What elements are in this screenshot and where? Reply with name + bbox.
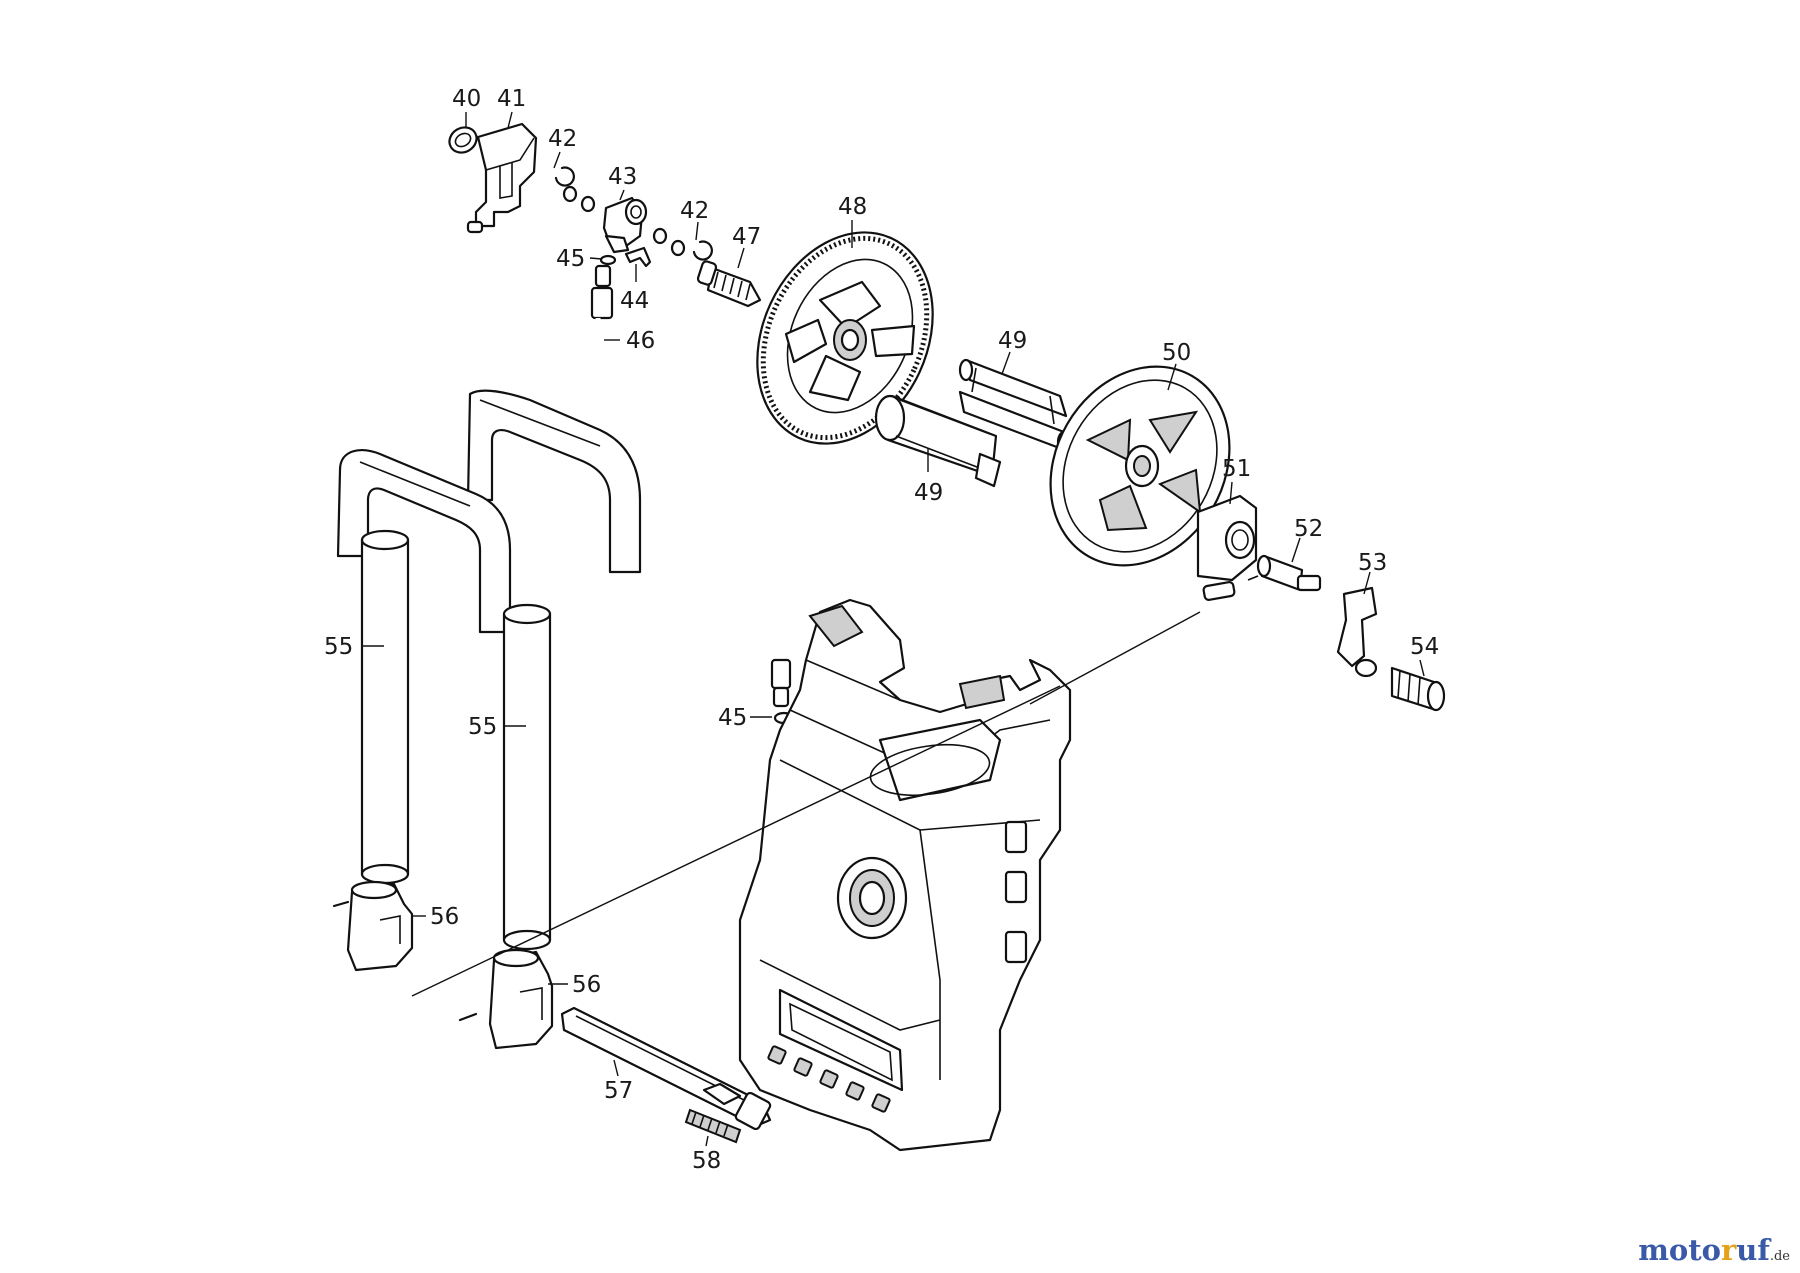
callout-45-upper: 45 [556, 246, 585, 272]
callout-48: 48 [838, 194, 867, 220]
callout-46: 46 [626, 328, 655, 354]
leader-lines [362, 111, 1425, 1147]
part-49-reel-bar-upper[interactable] [958, 358, 1072, 454]
callout-52: 52 [1294, 516, 1323, 542]
o-rings-upper[interactable] [562, 185, 596, 213]
part-54-crank-grip[interactable] [1390, 666, 1446, 712]
callout-51: 51 [1222, 456, 1251, 482]
callout-42-lower: 42 [680, 198, 709, 224]
part-51-crank-housing[interactable] [1196, 494, 1258, 601]
callout-57: 57 [604, 1078, 633, 1104]
callout-49-lower: 49 [914, 480, 943, 506]
part-42-e-clip-upper[interactable] [554, 166, 575, 187]
housing-feet-row [767, 1045, 891, 1113]
main-housing-frame[interactable] [738, 598, 1072, 1152]
watermark-part2: r [1721, 1233, 1737, 1267]
callout-56-left: 56 [430, 904, 459, 930]
part-46-hose[interactable] [590, 264, 792, 708]
callout-56-right: 56 [572, 972, 601, 998]
watermark-part1: moto [1638, 1233, 1721, 1267]
callout-40: 40 [452, 86, 481, 112]
callout-44: 44 [620, 288, 649, 314]
callout-49-upper: 49 [998, 328, 1027, 354]
part-55-upper-handle-rear[interactable] [466, 389, 642, 574]
callout-58: 58 [692, 1148, 721, 1174]
part-56-socket-left[interactable] [332, 880, 414, 972]
part-42-e-clip-lower[interactable] [692, 240, 713, 261]
part-55-tube-left[interactable] [360, 529, 410, 885]
part-43-elbow-fitting[interactable] [602, 196, 648, 254]
watermark-part3: uf [1736, 1233, 1770, 1267]
part-52-crank-shaft[interactable] [1247, 554, 1322, 592]
part-55-tube-right[interactable] [502, 603, 552, 951]
part-41-hose-bracket[interactable] [466, 122, 538, 234]
part-53-crank-arm[interactable] [1336, 586, 1378, 678]
part-58-spring[interactable] [684, 1108, 742, 1144]
part-49-reel-drum-lower[interactable] [874, 394, 1002, 488]
part-47-threaded-shaft[interactable] [696, 260, 762, 308]
part-50-reel-side-disk[interactable] [1015, 334, 1264, 598]
callout-labels: 40 41 42 43 42 47 48 45 44 46 49 50 49 5… [324, 86, 1439, 1174]
part-56-socket-right[interactable] [458, 948, 554, 1050]
motoruf-watermark: motoruf.de [1638, 1233, 1790, 1267]
watermark-tld: .de [1769, 1249, 1790, 1264]
callout-55-left: 55 [324, 634, 353, 660]
callout-47: 47 [732, 224, 761, 250]
callout-42-upper: 42 [548, 126, 577, 152]
part-48-reel-gear-disk[interactable] [724, 204, 966, 473]
part-55-upper-handle-front[interactable] [336, 449, 512, 634]
callout-50: 50 [1162, 340, 1191, 366]
callout-53: 53 [1358, 550, 1387, 576]
o-rings-lower[interactable] [652, 227, 686, 257]
part-44-retainer[interactable] [624, 246, 652, 268]
part-57-locking-bar[interactable] [560, 1006, 772, 1131]
callout-41: 41 [497, 86, 526, 112]
callout-55-right: 55 [468, 714, 497, 740]
assembly-alignment-lines [411, 611, 1201, 997]
part-40-clip[interactable] [445, 123, 481, 158]
callout-54: 54 [1410, 634, 1439, 660]
part-45-seal-upper[interactable] [599, 254, 617, 266]
callout-43: 43 [608, 164, 637, 190]
callout-45-lower: 45 [718, 705, 747, 731]
